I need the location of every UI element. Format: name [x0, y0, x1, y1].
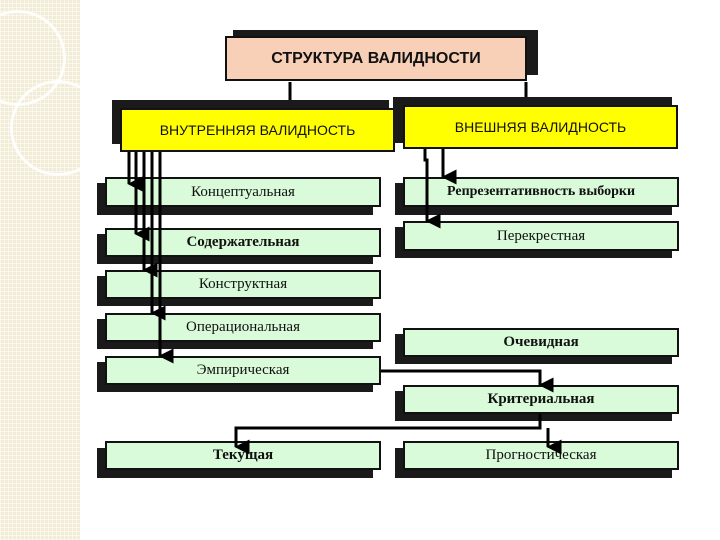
decorative-side-panel: [0, 0, 106, 540]
external-item-cross: Перекрестная: [403, 221, 679, 251]
diagram-title: СТРУКТУРА ВАЛИДНОСТИ: [225, 36, 527, 81]
external-item-representativeness: Репрезентативность выборки: [403, 177, 679, 207]
external-subitem-prognostic: Прогностическая: [403, 441, 679, 470]
external-validity-header: ВНЕШНЯЯ ВАЛИДНОСТЬ: [403, 105, 678, 149]
internal-item-empirical: Эмпирическая: [105, 356, 381, 385]
internal-validity-header: ВНУТРЕННЯЯ ВАЛИДНОСТЬ: [120, 108, 395, 152]
external-item-obvious: Очевидная: [403, 328, 679, 357]
decorative-swirl: [10, 80, 106, 176]
